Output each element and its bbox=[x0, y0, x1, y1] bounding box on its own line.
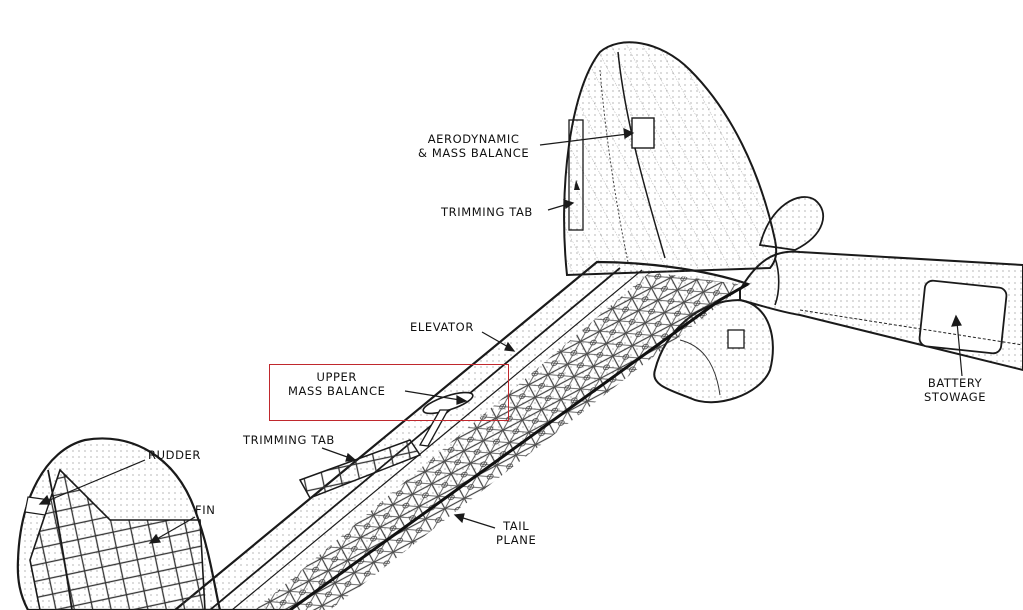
label-upper-line1: UPPER bbox=[316, 370, 357, 384]
label-battery-stowage: BATTERY STOWAGE bbox=[924, 376, 986, 404]
label-battery-line1: BATTERY bbox=[927, 376, 983, 390]
label-aerodynamic: AERODYNAMIC & MASS BALANCE bbox=[418, 132, 529, 160]
label-upper-line2: MASS BALANCE bbox=[288, 384, 386, 398]
label-aerodynamic-line2: & MASS BALANCE bbox=[418, 146, 530, 160]
label-tail-plane: TAIL PLANE bbox=[496, 519, 536, 547]
fuselage bbox=[739, 196, 1023, 372]
highlight-box bbox=[269, 364, 509, 421]
leader-lines bbox=[38, 128, 963, 544]
label-aerodynamic-line1: AERODYNAMIC bbox=[427, 132, 520, 146]
label-fin: FIN bbox=[195, 503, 216, 517]
right-fin bbox=[563, 41, 778, 277]
left-fin bbox=[16, 437, 222, 610]
label-trimming-tab-top: TRIMMING TAB bbox=[441, 205, 533, 219]
label-rudder: RUDDER bbox=[148, 448, 201, 462]
label-upper-mass-balance: UPPER MASS BALANCE bbox=[288, 370, 385, 398]
label-trimming-tab-lower: TRIMMING TAB bbox=[243, 433, 335, 447]
label-battery-line2: STOWAGE bbox=[924, 390, 987, 404]
label-tail-line2: PLANE bbox=[496, 533, 537, 547]
tailplane bbox=[173, 260, 751, 610]
label-elevator: ELEVATOR bbox=[410, 320, 474, 334]
label-tail-line1: TAIL bbox=[503, 519, 530, 533]
